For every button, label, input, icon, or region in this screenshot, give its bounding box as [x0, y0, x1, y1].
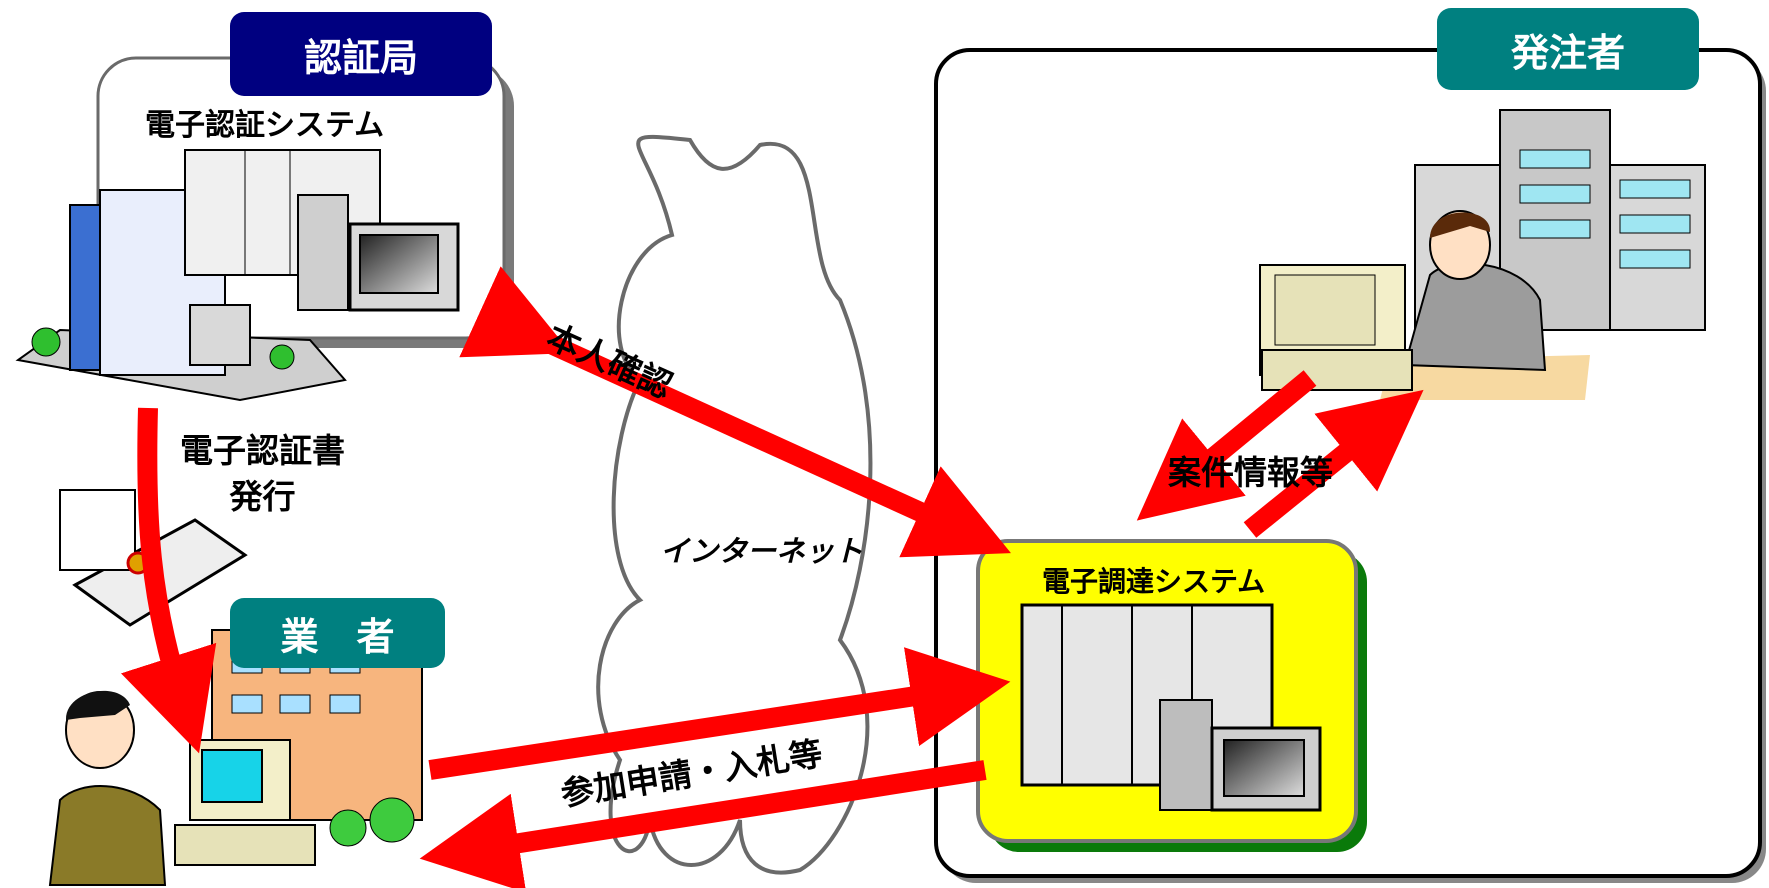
authority-server-icon	[184, 149, 460, 312]
cert-authority-tab: 認証局	[230, 12, 492, 96]
project-info-arrow-up	[1243, 389, 1424, 538]
vendor-person-icon	[48, 690, 316, 886]
orderer-tab: 発注者	[1437, 8, 1699, 90]
orderer-person-icon	[1259, 210, 1590, 400]
internet-label: インターネット	[660, 534, 864, 568]
procurement-system-label: 電子調達システム	[1042, 565, 1266, 598]
e-auth-system-label: 電子認証システム	[145, 108, 385, 143]
cert-issue-line2: 発行	[229, 477, 296, 516]
project-info-arrow-down	[1136, 370, 1317, 521]
application-arrow	[428, 647, 1011, 780]
cert-issue-line1: 電子認証書	[180, 431, 345, 470]
response-arrow	[419, 760, 987, 888]
procurement-system-box	[976, 539, 1367, 852]
project-info-label: 案件情報等	[1168, 453, 1333, 492]
cert-issue-arrow	[120, 407, 217, 754]
identity-check-arrow	[459, 266, 1011, 558]
arrows	[120, 266, 1424, 888]
vendor-tab: 業 者	[230, 598, 445, 668]
cert-issue-label: 電子認証書 発行	[180, 428, 345, 520]
